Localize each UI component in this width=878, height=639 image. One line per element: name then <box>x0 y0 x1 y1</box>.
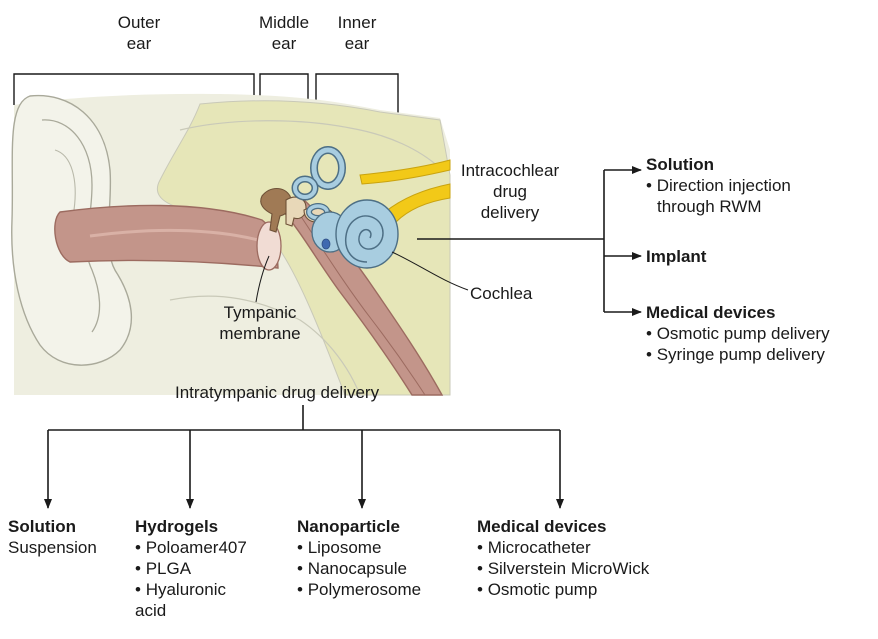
middle-ear-label-line2: ear <box>248 33 320 54</box>
middle-ear-label-line1: Middle <box>248 12 320 33</box>
intracochlear-label-line1: Intracochlear <box>445 160 575 181</box>
hydrogels-item-2: PLGA <box>135 558 260 579</box>
intracochlear-implant: Implant <box>646 246 706 267</box>
nanoparticle-item-3: Polymerosome <box>297 579 421 600</box>
cochlea-shape <box>336 200 398 268</box>
hydrogels-item-3: Hyaluronic acid <box>135 579 260 621</box>
tympanic-label-line1: Tympanic <box>206 302 314 323</box>
intratympanic-nanoparticle-title: Nanoparticle <box>297 516 421 537</box>
intracochlear-medical-devices: Medical devices Osmotic pump delivery Sy… <box>646 302 830 365</box>
round-window <box>322 239 330 249</box>
ear-anatomy-illustration <box>12 94 468 395</box>
intracochlear-implant-title: Implant <box>646 246 706 267</box>
tympanic-membrane-label: Tympanic membrane <box>206 302 314 344</box>
outer-ear-label-line1: Outer <box>104 12 174 33</box>
middle-ear-label: Middle ear <box>248 12 320 54</box>
inner-ear-label: Inner ear <box>324 12 390 54</box>
intracochlear-solution-item-cont: through RWM <box>646 196 791 217</box>
outer-ear-label: Outer ear <box>104 12 174 54</box>
cochlea-label: Cochlea <box>470 283 532 304</box>
outer-ear-label-line2: ear <box>104 33 174 54</box>
intratympanic-nanoparticle: Nanoparticle Liposome Nanocapsule Polyme… <box>297 516 421 600</box>
nanoparticle-item-1: Liposome <box>297 537 421 558</box>
intratympanic-label: Intratympanic drug delivery <box>175 382 379 403</box>
intracochlear-devices-item-1: Osmotic pump delivery <box>646 323 830 344</box>
intracochlear-solution: Solution Direction injection through RWM <box>646 154 791 217</box>
intracochlear-label-line3: delivery <box>445 202 575 223</box>
intracochlear-devices-item-2: Syringe pump delivery <box>646 344 830 365</box>
intratympanic-solution-title: Solution <box>8 516 97 537</box>
intratympanic-solution-item: Suspension <box>8 537 97 558</box>
inner-ear-label-line1: Inner <box>324 12 390 33</box>
intratympanic-devices-item-3: Osmotic pump <box>477 579 649 600</box>
tympanic-membrane-shape <box>257 222 281 270</box>
tympanic-label-line2: membrane <box>206 323 314 344</box>
inner-ear-label-line2: ear <box>324 33 390 54</box>
intratympanic-tree <box>48 405 560 508</box>
nanoparticle-item-2: Nanocapsule <box>297 558 421 579</box>
intratympanic-medical-devices: Medical devices Microcatheter Silverstei… <box>477 516 649 600</box>
intratympanic-devices-item-2: Silverstein MicroWick <box>477 558 649 579</box>
intratympanic-devices-item-1: Microcatheter <box>477 537 649 558</box>
intracochlear-label-line2: drug <box>445 181 575 202</box>
intracochlear-label: Intracochlear drug delivery <box>445 160 575 223</box>
intracochlear-solution-title: Solution <box>646 154 791 175</box>
intracochlear-devices-title: Medical devices <box>646 302 830 323</box>
intratympanic-solution: Solution Suspension <box>8 516 97 558</box>
intratympanic-devices-title: Medical devices <box>477 516 649 537</box>
intracochlear-solution-item: Direction injection <box>646 175 791 196</box>
intratympanic-hydrogels: Hydrogels Poloamer407 PLGA Hyaluronic ac… <box>135 516 260 621</box>
intratympanic-hydrogels-title: Hydrogels <box>135 516 260 537</box>
hydrogels-item-1: Poloamer407 <box>135 537 260 558</box>
